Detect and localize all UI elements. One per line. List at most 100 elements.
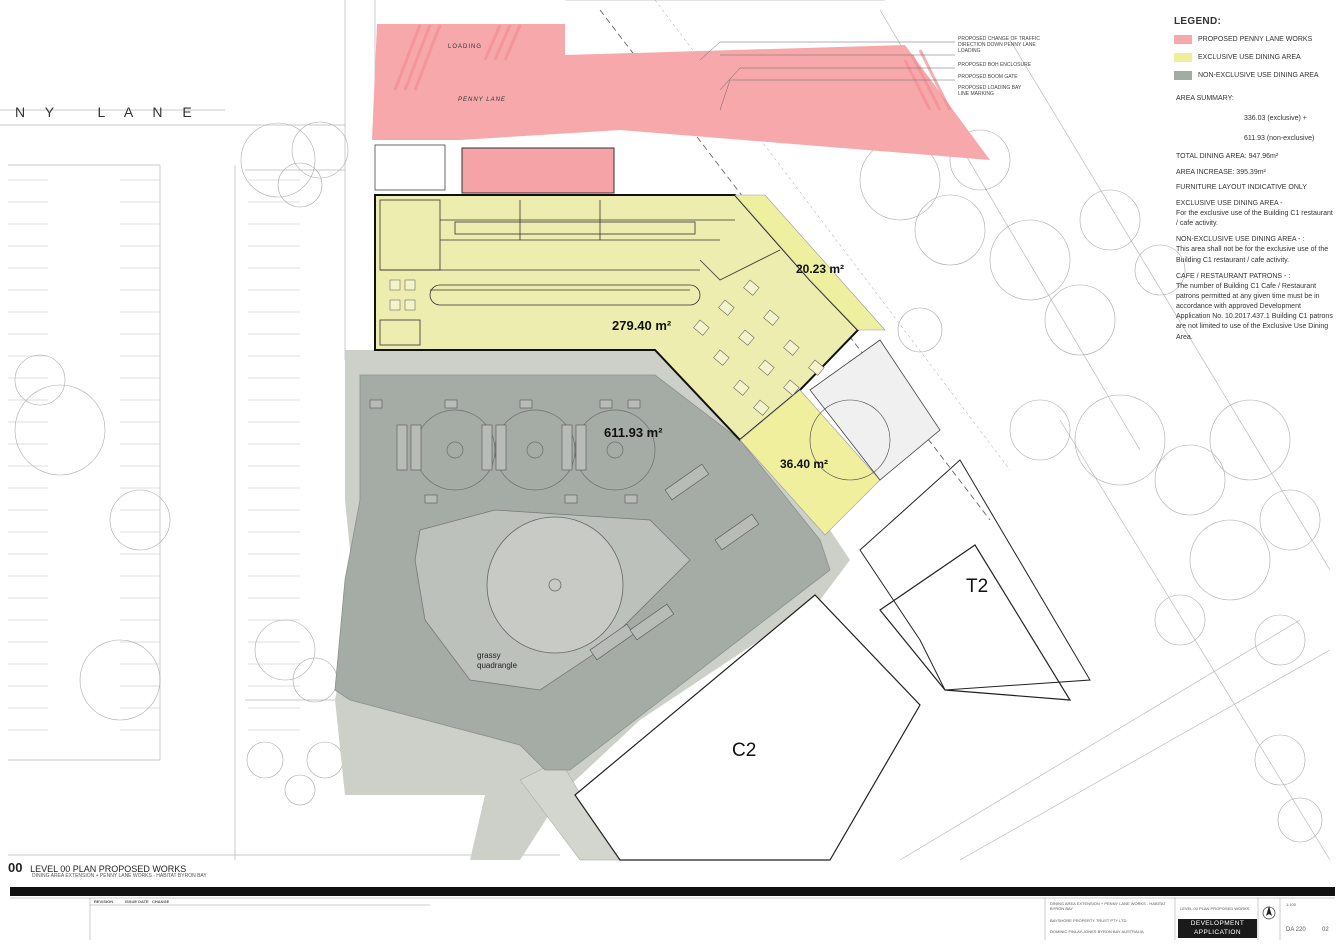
penny-lane-boh bbox=[461, 147, 615, 194]
outdoor-table bbox=[624, 494, 638, 504]
building-c2 bbox=[574, 594, 921, 861]
dining-table bbox=[743, 279, 760, 296]
summary-heading: AREA SUMMARY: bbox=[1176, 95, 1234, 102]
sheet-subtitle: DINING AREA EXTENSION + PENNY LANE WORKS… bbox=[32, 873, 207, 879]
dining-table bbox=[763, 309, 780, 326]
client-name: BAYSHORE PROPERTY TRUST PTY LTD bbox=[1050, 918, 1127, 923]
legend-title: LEGEND: bbox=[1174, 16, 1222, 27]
legend-label-penny: PROPOSED PENNY LANE WORKS bbox=[1198, 36, 1313, 43]
bench bbox=[561, 424, 573, 471]
non-exclusive-note: NON-EXCLUSIVE USE DINING AREA - : This a… bbox=[1176, 235, 1335, 265]
long-bench bbox=[629, 603, 675, 641]
dining-table bbox=[404, 299, 416, 311]
sheet-title-text: LEVEL 00 PLAN PROPOSED WORKS bbox=[30, 864, 187, 874]
area-label-main: 279.40 m² bbox=[612, 318, 672, 333]
dining-table bbox=[404, 279, 416, 291]
dining-table bbox=[808, 359, 825, 376]
building-t2 bbox=[879, 544, 1072, 701]
legend-item-exclusive: EXCLUSIVE USE DINING AREA bbox=[1174, 53, 1335, 62]
exclusive-note-text: For the exclusive use of the Building C1… bbox=[1176, 209, 1333, 228]
dining-table bbox=[783, 339, 800, 356]
tree-canopies bbox=[14, 121, 1323, 843]
grassy-label-1: grassy bbox=[477, 651, 501, 660]
bench bbox=[410, 424, 422, 471]
dining-table bbox=[733, 379, 750, 396]
patrons-note: CAFE / RESTAURANT PATRONS - : The number… bbox=[1176, 272, 1335, 343]
project-name-2: BYRON BAY bbox=[1050, 906, 1074, 911]
legend-label-non-exclusive: NON-EXCLUSIVE USE DINING AREA bbox=[1198, 72, 1319, 79]
dining-table bbox=[389, 279, 401, 291]
bench bbox=[575, 424, 587, 471]
building-t2-outline bbox=[859, 459, 1091, 691]
summary-furniture: FURNITURE LAYOUT INDICATIVE ONLY bbox=[1176, 183, 1307, 191]
building-label-c2: C2 bbox=[732, 740, 756, 761]
note-4: PROPOSED BOH ENCLOSURE bbox=[958, 62, 1032, 68]
dining-table bbox=[783, 379, 800, 396]
parking-bays-left bbox=[8, 179, 300, 731]
street-label: N Y L A N E bbox=[15, 104, 200, 120]
note-2: DIRECTION DOWN PENNY LANE bbox=[958, 42, 1036, 48]
penny-lane-works bbox=[372, 24, 990, 160]
sheet-number: 00 bbox=[8, 860, 23, 875]
interior-tables bbox=[389, 279, 825, 416]
title-block-bar bbox=[10, 887, 1335, 896]
area-label-non-exclusive: 611.93 m² bbox=[604, 425, 663, 440]
dining-table bbox=[389, 299, 401, 311]
issue-date-header: ISSUE DATE bbox=[125, 899, 149, 904]
area-label-corner: 20.23 m² bbox=[796, 262, 844, 276]
background-linework bbox=[0, 0, 1331, 861]
dining-table bbox=[718, 299, 735, 316]
status-badge: DEVELOPMENT APPLICATION bbox=[1178, 919, 1257, 938]
building-label-t2: T2 bbox=[966, 576, 988, 597]
boh-enclosure bbox=[374, 144, 446, 191]
penny-lane-label: PENNY LANE bbox=[458, 97, 506, 103]
sheet-title: 00 LEVEL 00 PLAN PROPOSED WORKS bbox=[8, 860, 186, 875]
long-bench bbox=[664, 463, 710, 501]
legend-label-exclusive: EXCLUSIVE USE DINING AREA bbox=[1198, 54, 1301, 61]
summary-line-1: 336.03 (exclusive) + bbox=[1244, 115, 1307, 123]
area-label-lower: 36.40 m² bbox=[780, 457, 828, 471]
outdoor-table bbox=[564, 494, 578, 504]
exclusive-note: EXCLUSIVE USE DINING AREA - For the excl… bbox=[1176, 199, 1335, 229]
note-6: PROPOSED LOADING BAY bbox=[958, 85, 1022, 91]
legend-swatch-penny bbox=[1174, 35, 1192, 44]
legend-item-penny: PROPOSED PENNY LANE WORKS bbox=[1174, 35, 1335, 44]
bench bbox=[481, 424, 493, 471]
outdoor-benches bbox=[369, 399, 760, 661]
summary-increase: AREA INCREASE: 395.39m² bbox=[1176, 168, 1266, 176]
loading-label: LOADING bbox=[448, 44, 482, 50]
pavilion-circle bbox=[809, 399, 891, 481]
outdoor-table bbox=[444, 399, 458, 409]
non-exclusive-note-text: This area shall not be for the exclusive… bbox=[1176, 246, 1329, 264]
patrons-note-title: CAFE / RESTAURANT PATRONS - : bbox=[1176, 272, 1291, 280]
title-block-drawing-no: DA 220 bbox=[1286, 927, 1306, 933]
title-block-scale: 1:100 bbox=[1286, 902, 1297, 907]
architect-name: DOMINIC FINLAY-JONES BYRON BAY AUSTRALIA bbox=[1050, 929, 1144, 934]
title-block-frame bbox=[10, 897, 1335, 940]
outdoor-table bbox=[519, 399, 533, 409]
grassy-circle bbox=[486, 516, 624, 654]
revision-header: REVISION bbox=[94, 899, 114, 904]
note-leaders bbox=[699, 41, 955, 111]
north-arrow-icon bbox=[1262, 906, 1276, 920]
dining-table bbox=[758, 359, 775, 376]
note-3: LOADING bbox=[958, 48, 981, 54]
outdoor-table bbox=[369, 399, 383, 409]
title-block-sheet-title: LEVEL 00 PLAN PROPOSED WORKS bbox=[1180, 906, 1250, 911]
title-block-rev: 02 bbox=[1322, 927, 1329, 933]
long-bench bbox=[589, 623, 635, 661]
bench bbox=[396, 424, 408, 471]
project-name-1: DINING AREA EXTENSION + PENNY LANE WORKS… bbox=[1050, 901, 1166, 906]
exclusive-dining-corner bbox=[734, 194, 886, 331]
grassy-label-2: quadrangle bbox=[477, 661, 518, 670]
note-5: PROPOSED BOOM GATE bbox=[958, 74, 1018, 80]
kitchen-fitout bbox=[379, 199, 781, 346]
bench bbox=[495, 424, 507, 471]
legend-swatch-non-exclusive bbox=[1174, 71, 1192, 80]
note-1: PROPOSED CHANGE OF TRAFFIC bbox=[958, 36, 1040, 42]
summary-line-2: 611.93 (non-exclusive) bbox=[1244, 135, 1315, 143]
patrons-note-text: The number of Building C1 Cafe / Restaur… bbox=[1176, 282, 1333, 341]
dining-table bbox=[693, 319, 710, 336]
change-header: CHANGE bbox=[152, 899, 170, 904]
